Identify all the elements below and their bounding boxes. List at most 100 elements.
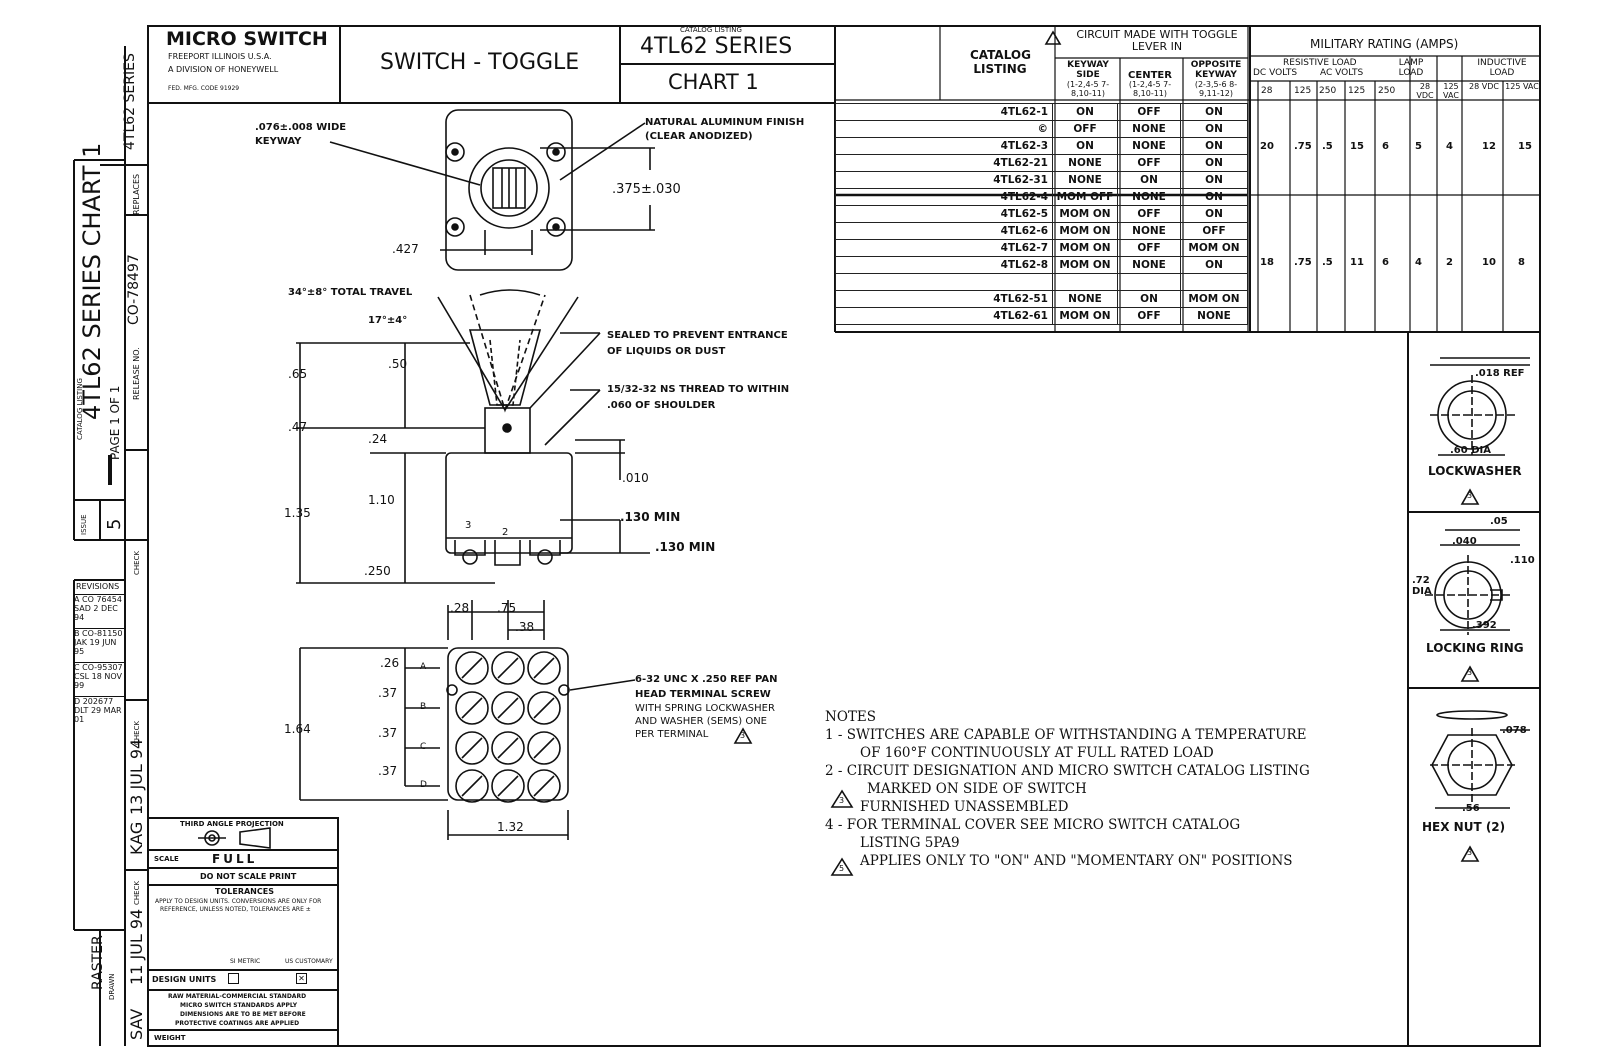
screw-note-5: PER TERMINAL bbox=[635, 729, 709, 740]
cell-keyway: MOM ON bbox=[1052, 205, 1118, 223]
locking-ring-mark: 3 bbox=[1467, 668, 1473, 677]
dim-travel: 34°±8° TOTAL TRAVEL bbox=[288, 287, 413, 298]
strip-release-no: CO-78497 bbox=[126, 254, 142, 325]
cell-center: ON bbox=[1117, 290, 1181, 308]
cell-opposite: ON bbox=[1180, 103, 1248, 121]
cell-catalog: 4TL62-31 bbox=[835, 171, 1053, 189]
dim-26: .26 bbox=[380, 656, 400, 670]
cell-opposite: ON bbox=[1180, 137, 1248, 155]
col-opposite-sub: (2-3,5-6 8-9,11-12) bbox=[1194, 80, 1238, 98]
lw-dia: .60 DIA bbox=[1450, 445, 1491, 456]
cell-center bbox=[1117, 273, 1181, 291]
strip-drawn-by: SAV bbox=[127, 1008, 146, 1040]
cell-center: OFF bbox=[1117, 205, 1181, 223]
row-label-b: B bbox=[420, 702, 427, 712]
cell-keyway: MOM ON bbox=[1052, 307, 1118, 325]
cell-opposite: NONE bbox=[1180, 307, 1248, 325]
lockwasher-mark: 3 bbox=[1467, 491, 1473, 500]
screw-note-1: 6-32 UNC X .250 REF PAN bbox=[635, 674, 778, 685]
dim-37-a: .37 bbox=[378, 686, 398, 700]
strip-drawn-date: 11 JUL 94 bbox=[127, 908, 146, 985]
cell-catalog: © bbox=[835, 120, 1053, 138]
si-metric: SI METRIC bbox=[230, 958, 261, 965]
revision-co: CO 76454 bbox=[82, 595, 122, 604]
cell-catalog: 4TL62-51 bbox=[835, 290, 1053, 308]
mil-g1-v: 6 bbox=[1382, 141, 1389, 152]
mil-lamp-125: 125 VAC bbox=[1443, 82, 1459, 100]
row-label-a: A bbox=[420, 662, 427, 672]
mil-g1-v: 15 bbox=[1518, 141, 1532, 152]
col-center-sub: (1-2,4-5 7-8,10-11) bbox=[1128, 80, 1172, 98]
mil-g1-v: 5 bbox=[1415, 141, 1422, 152]
mil-g2-v: 10 bbox=[1482, 257, 1496, 268]
screw-note-2: HEAD TERMINAL SCREW bbox=[635, 689, 771, 700]
note-3: FURNISHED UNASSEMBLED bbox=[860, 799, 1069, 815]
dim-010: .010 bbox=[622, 471, 649, 485]
cell-center: OFF bbox=[1117, 307, 1181, 325]
thread-note-1: 15/32-32 NS THREAD TO WITHIN bbox=[607, 384, 790, 395]
cell-opposite: ON bbox=[1180, 120, 1248, 138]
cell-center: NONE bbox=[1117, 120, 1181, 138]
strip-release-label: RELEASE NO. bbox=[132, 347, 141, 400]
military-lamp: LAMP LOAD bbox=[1398, 58, 1424, 78]
cell-center: NONE bbox=[1117, 188, 1181, 206]
revisions-header: REVISIONS bbox=[76, 582, 120, 591]
cell-keyway bbox=[1052, 273, 1118, 291]
cell-keyway: NONE bbox=[1052, 171, 1118, 189]
lr-72: .72 DIA bbox=[1412, 575, 1432, 597]
cell-center: NONE bbox=[1117, 222, 1181, 240]
cell-catalog: 4TL62-21 bbox=[835, 154, 1053, 172]
strip-replaces: REPLACES bbox=[132, 173, 141, 215]
mil-g2-v: 6 bbox=[1382, 257, 1389, 268]
mil-h-28: 28 bbox=[1261, 86, 1273, 96]
cell-catalog: 4TL62-6 bbox=[835, 222, 1053, 240]
revision-date: 19 JUN 95 bbox=[74, 638, 117, 656]
cell-catalog: 4TL62-8 bbox=[835, 256, 1053, 274]
scale-label: SCALE bbox=[154, 855, 179, 863]
mil-h-ac125: 125 bbox=[1348, 86, 1366, 96]
note-2a: 2 - CIRCUIT DESIGNATION AND MICRO SWITCH… bbox=[825, 763, 1310, 779]
row-label-d: D bbox=[420, 780, 427, 790]
lr-040: .040 bbox=[1452, 536, 1477, 547]
notes-title: NOTES bbox=[825, 709, 876, 725]
sealed-note-1: SEALED TO PREVENT ENTRANCE bbox=[607, 330, 788, 341]
dim-travel-2: 17°±4° bbox=[368, 315, 408, 326]
dim-50: .50 bbox=[388, 357, 408, 371]
hn-56: .56 bbox=[1462, 803, 1480, 814]
dim-130-b: .130 MIN bbox=[655, 540, 716, 554]
cell-keyway: MOM ON bbox=[1052, 222, 1118, 240]
note-3-mark: 3 bbox=[839, 796, 845, 805]
dim-keyway: .076±.008 WIDE bbox=[255, 122, 347, 133]
cell-catalog: 4TL62-5 bbox=[835, 205, 1053, 223]
col-circuit-made: CIRCUIT MADE WITH TOGGLE LEVER IN bbox=[1076, 28, 1238, 53]
revision-date: 18 NOV 99 bbox=[74, 672, 123, 690]
weight-label: WEIGHT bbox=[154, 1034, 186, 1042]
col-opposite: OPPOSITE KEYWAY bbox=[1190, 60, 1242, 80]
cell-opposite: OFF bbox=[1180, 222, 1248, 240]
lr-110: .110 bbox=[1510, 555, 1535, 566]
dim-75: .75 bbox=[497, 601, 517, 615]
military-dc-volts: DC VOLTS bbox=[1253, 68, 1298, 78]
note-2b: MARKED ON SIDE OF SWITCH bbox=[867, 781, 1087, 797]
raw-material-3: DIMENSIONS ARE TO BE MET BEFORE bbox=[180, 1011, 306, 1018]
mil-g1-v: 20 bbox=[1260, 141, 1274, 152]
cell-center: OFF bbox=[1117, 103, 1181, 121]
col-center: CENTER bbox=[1128, 70, 1172, 81]
cell-opposite bbox=[1180, 273, 1248, 291]
mil-g1-v: .75 bbox=[1294, 141, 1312, 152]
cell-keyway: ON bbox=[1052, 137, 1118, 155]
strip-raster: RASTER bbox=[90, 935, 106, 990]
screw-note-mark: 3 bbox=[740, 731, 746, 740]
mil-g2-v: 11 bbox=[1350, 257, 1364, 268]
company-line3: FED. MFG. CODE 91929 bbox=[168, 85, 240, 92]
cell-center: OFF bbox=[1117, 154, 1181, 172]
dim-130-a: .130 MIN bbox=[620, 510, 681, 524]
